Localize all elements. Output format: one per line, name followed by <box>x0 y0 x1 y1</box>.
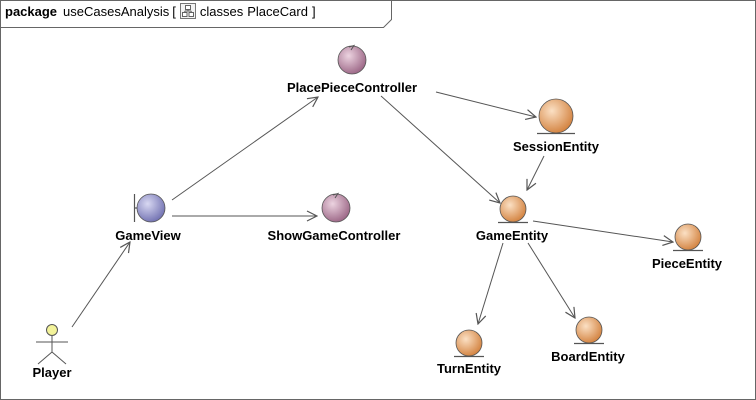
boundary-gameview[interactable] <box>133 193 166 223</box>
entity-icon <box>674 223 702 251</box>
control-icon <box>321 193 351 223</box>
entity-icon <box>575 316 603 344</box>
entity-piece[interactable] <box>673 223 703 252</box>
frame-tab-outline <box>0 0 392 28</box>
entity-board[interactable] <box>574 316 604 345</box>
entity-icon <box>455 329 483 357</box>
label-gameentity: GameEntity <box>476 228 549 243</box>
frame-open-bracket: [ <box>172 3 176 19</box>
boundary-icon <box>136 193 166 223</box>
associations <box>71 91 673 328</box>
label-gameview: GameView <box>115 228 181 243</box>
control-placepiece[interactable] <box>337 44 367 75</box>
edge-gameview-placepiece <box>171 97 318 201</box>
edge-placepiece-session <box>435 91 536 117</box>
entity-icon <box>499 195 527 223</box>
label-sessionentity: SessionEntity <box>513 139 600 154</box>
label-turnentity: TurnEntity <box>437 361 502 376</box>
entity-icon <box>538 98 574 134</box>
entity-session[interactable] <box>537 98 575 135</box>
entity-game[interactable] <box>498 195 528 224</box>
label-pieceentity: PieceEntity <box>652 256 723 271</box>
frame-name: useCasesAnalysis <box>63 3 170 19</box>
label-placepiececontroller: PlacePieceController <box>287 80 417 95</box>
edge-session-game <box>527 155 545 190</box>
frame-title: package useCasesAnalysis [ classes Place… <box>5 3 316 19</box>
edge-game-turn <box>478 242 504 324</box>
frame-diagram-kind: classes <box>199 3 244 19</box>
label-boardentity: BoardEntity <box>551 349 625 364</box>
frame-diagram-name: PlaceCard <box>247 3 308 19</box>
entity-turn[interactable] <box>454 329 484 358</box>
control-icon <box>337 45 367 75</box>
edge-placepiece-game <box>380 95 500 203</box>
frame-keyword: package <box>5 3 58 19</box>
class-diagram-icon <box>179 3 196 19</box>
edge-game-board <box>527 242 575 318</box>
label-showgamecontroller: ShowGameController <box>268 228 401 243</box>
label-player: Player <box>32 365 71 380</box>
frame-close-bracket: ] <box>311 3 316 19</box>
actor-player[interactable] <box>36 324 68 365</box>
control-showgame[interactable] <box>321 192 351 223</box>
edge-player-gameview <box>71 242 130 328</box>
edge-game-piece <box>532 220 673 242</box>
actor-head-icon <box>46 324 58 336</box>
